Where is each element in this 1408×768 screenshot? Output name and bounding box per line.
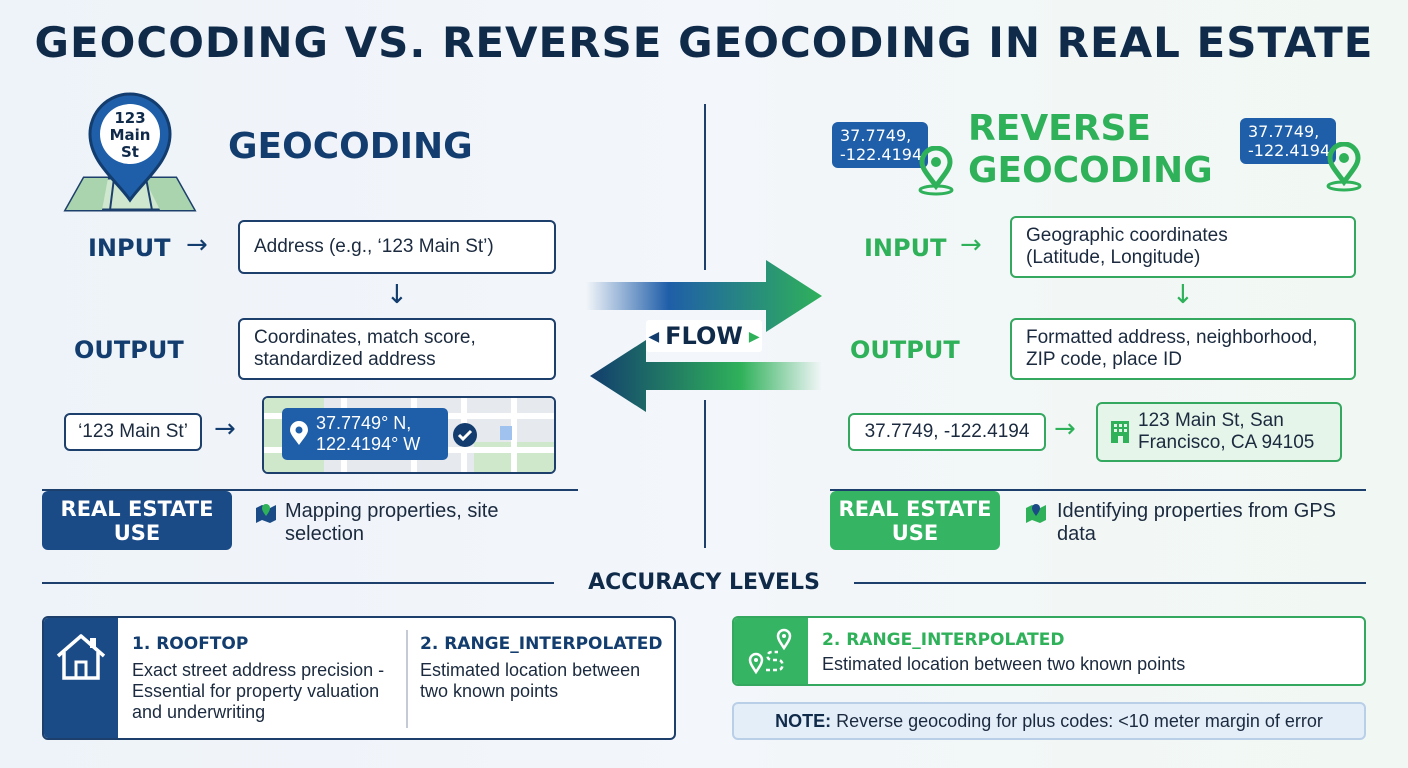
flow-label: FLOW: [665, 322, 743, 350]
rooftop-text: Exact street address precision - Essenti…: [132, 660, 385, 722]
card-divider: [406, 630, 408, 728]
accuracy-card-reverse: 2. RANGE_INTERPOLATED Estimated location…: [732, 616, 1366, 686]
check-icon: [453, 423, 477, 447]
map-pin-icon: [1326, 142, 1362, 192]
note-box: NOTE: Reverse geocoding for plus codes: …: [732, 702, 1366, 740]
building-icon: [1111, 421, 1129, 443]
pin-label: 123 Main St: [109, 109, 151, 161]
reverse-example-input: 37.7749, -122.4194: [848, 413, 1046, 451]
route-icon: [748, 628, 792, 675]
flow-right-icon: ▶: [748, 327, 760, 344]
geocoding-heading: GEOCODING: [228, 126, 473, 167]
geocoding-output-value: Coordinates, match score, standardized a…: [254, 327, 476, 370]
range2-text: Estimated location between two known poi…: [822, 654, 1186, 674]
geocoding-use-rule: [42, 489, 578, 491]
flow-left-icon: ◀: [648, 327, 660, 344]
geocoding-input-box: Address (e.g., ‘123 Main St’): [238, 220, 556, 274]
note-text: Reverse geocoding for plus codes: <10 me…: [831, 710, 1323, 731]
range2-title: 2. RANGE_INTERPOLATED: [822, 630, 1065, 650]
reverse-example-output-value: 123 Main St, San Francisco, CA 94105: [1138, 410, 1315, 453]
coordinate-chip: 37.7749° N, 122.4194° W: [282, 408, 448, 460]
accuracy-rule-left: [42, 582, 554, 584]
geocoding-input-value: Address (e.g., ‘123 Main St’): [254, 236, 494, 257]
reverse-use-text: Identifying properties from GPS data: [1057, 500, 1337, 545]
reverse-output-box: Formatted address, neighborhood, ZIP cod…: [1010, 318, 1356, 380]
map-layers-icon: [256, 504, 276, 523]
note-label: NOTE:: [775, 710, 832, 731]
range-text: Estimated location between two known poi…: [420, 660, 641, 701]
reverse-bubble-right: 37.7749, -122.4194: [1240, 118, 1336, 164]
geocoding-use-text: Mapping properties, site selection: [285, 500, 499, 545]
arrow-down-icon: ↓: [1172, 280, 1194, 310]
accuracy-card-geocoding: 1. ROOFTOP Exact street address precisio…: [42, 616, 676, 740]
geocoding-output-box: Coordinates, match score, standardized a…: [238, 318, 556, 380]
map-pin-icon: [918, 146, 954, 196]
reverse-input-label: INPUT: [864, 234, 947, 262]
geocoding-example-input: ‘123 Main St’: [64, 413, 202, 451]
map-layers-icon: [1026, 504, 1046, 523]
geocoding-map-preview: 37.7749° N, 122.4194° W: [262, 396, 556, 474]
reverse-example-output: 123 Main St, San Francisco, CA 94105: [1096, 402, 1342, 462]
rooftop-title: 1. ROOFTOP: [132, 634, 249, 654]
map-pin-icon: [290, 421, 308, 445]
accuracy-heading: ACCURACY LEVELS: [588, 570, 820, 595]
reverse-use-rule: [830, 489, 1366, 491]
center-divider-lower: [704, 400, 706, 548]
page-title: GEOCODING VS. REVERSE GEOCODING IN REAL …: [34, 18, 1374, 67]
range-title: 2. RANGE_INTERPOLATED: [420, 634, 663, 654]
reverse-output-label: OUTPUT: [850, 336, 960, 364]
arrow-right-icon: →: [1054, 414, 1076, 444]
range-icon-panel: [734, 618, 808, 684]
arrow-right-icon: →: [960, 230, 982, 260]
geocoding-output-label: OUTPUT: [74, 336, 184, 364]
rooftop-icon-panel: [44, 618, 118, 738]
reverse-use-badge: REAL ESTATE USE: [830, 491, 1000, 550]
geocoding-pin-icon: 123 Main St: [62, 90, 198, 214]
reverse-input-value: Geographic coordinates (Latitude, Longit…: [1026, 225, 1228, 268]
flow-label-box: ◀ FLOW ▶: [646, 320, 762, 352]
coordinate-value: 37.7749° N, 122.4194° W: [316, 413, 421, 454]
reverse-output-value: Formatted address, neighborhood, ZIP cod…: [1026, 327, 1318, 370]
reverse-input-box: Geographic coordinates (Latitude, Longit…: [1010, 216, 1356, 278]
reverse-bubble-left: 37.7749, -122.4194: [832, 122, 928, 168]
arrow-right-icon: →: [214, 414, 236, 444]
geocoding-input-label: INPUT: [88, 234, 171, 262]
reverse-heading-line1: REVERSE: [968, 108, 1152, 149]
accuracy-rule-right: [854, 582, 1366, 584]
arrow-down-icon: ↓: [386, 280, 408, 310]
geocoding-use-badge: REAL ESTATE USE: [42, 491, 232, 550]
house-icon: [56, 634, 106, 680]
reverse-heading-line2: GEOCODING: [968, 150, 1213, 191]
flow-arrows: [586, 260, 822, 412]
center-divider: [704, 104, 706, 270]
arrow-right-icon: →: [186, 230, 208, 260]
